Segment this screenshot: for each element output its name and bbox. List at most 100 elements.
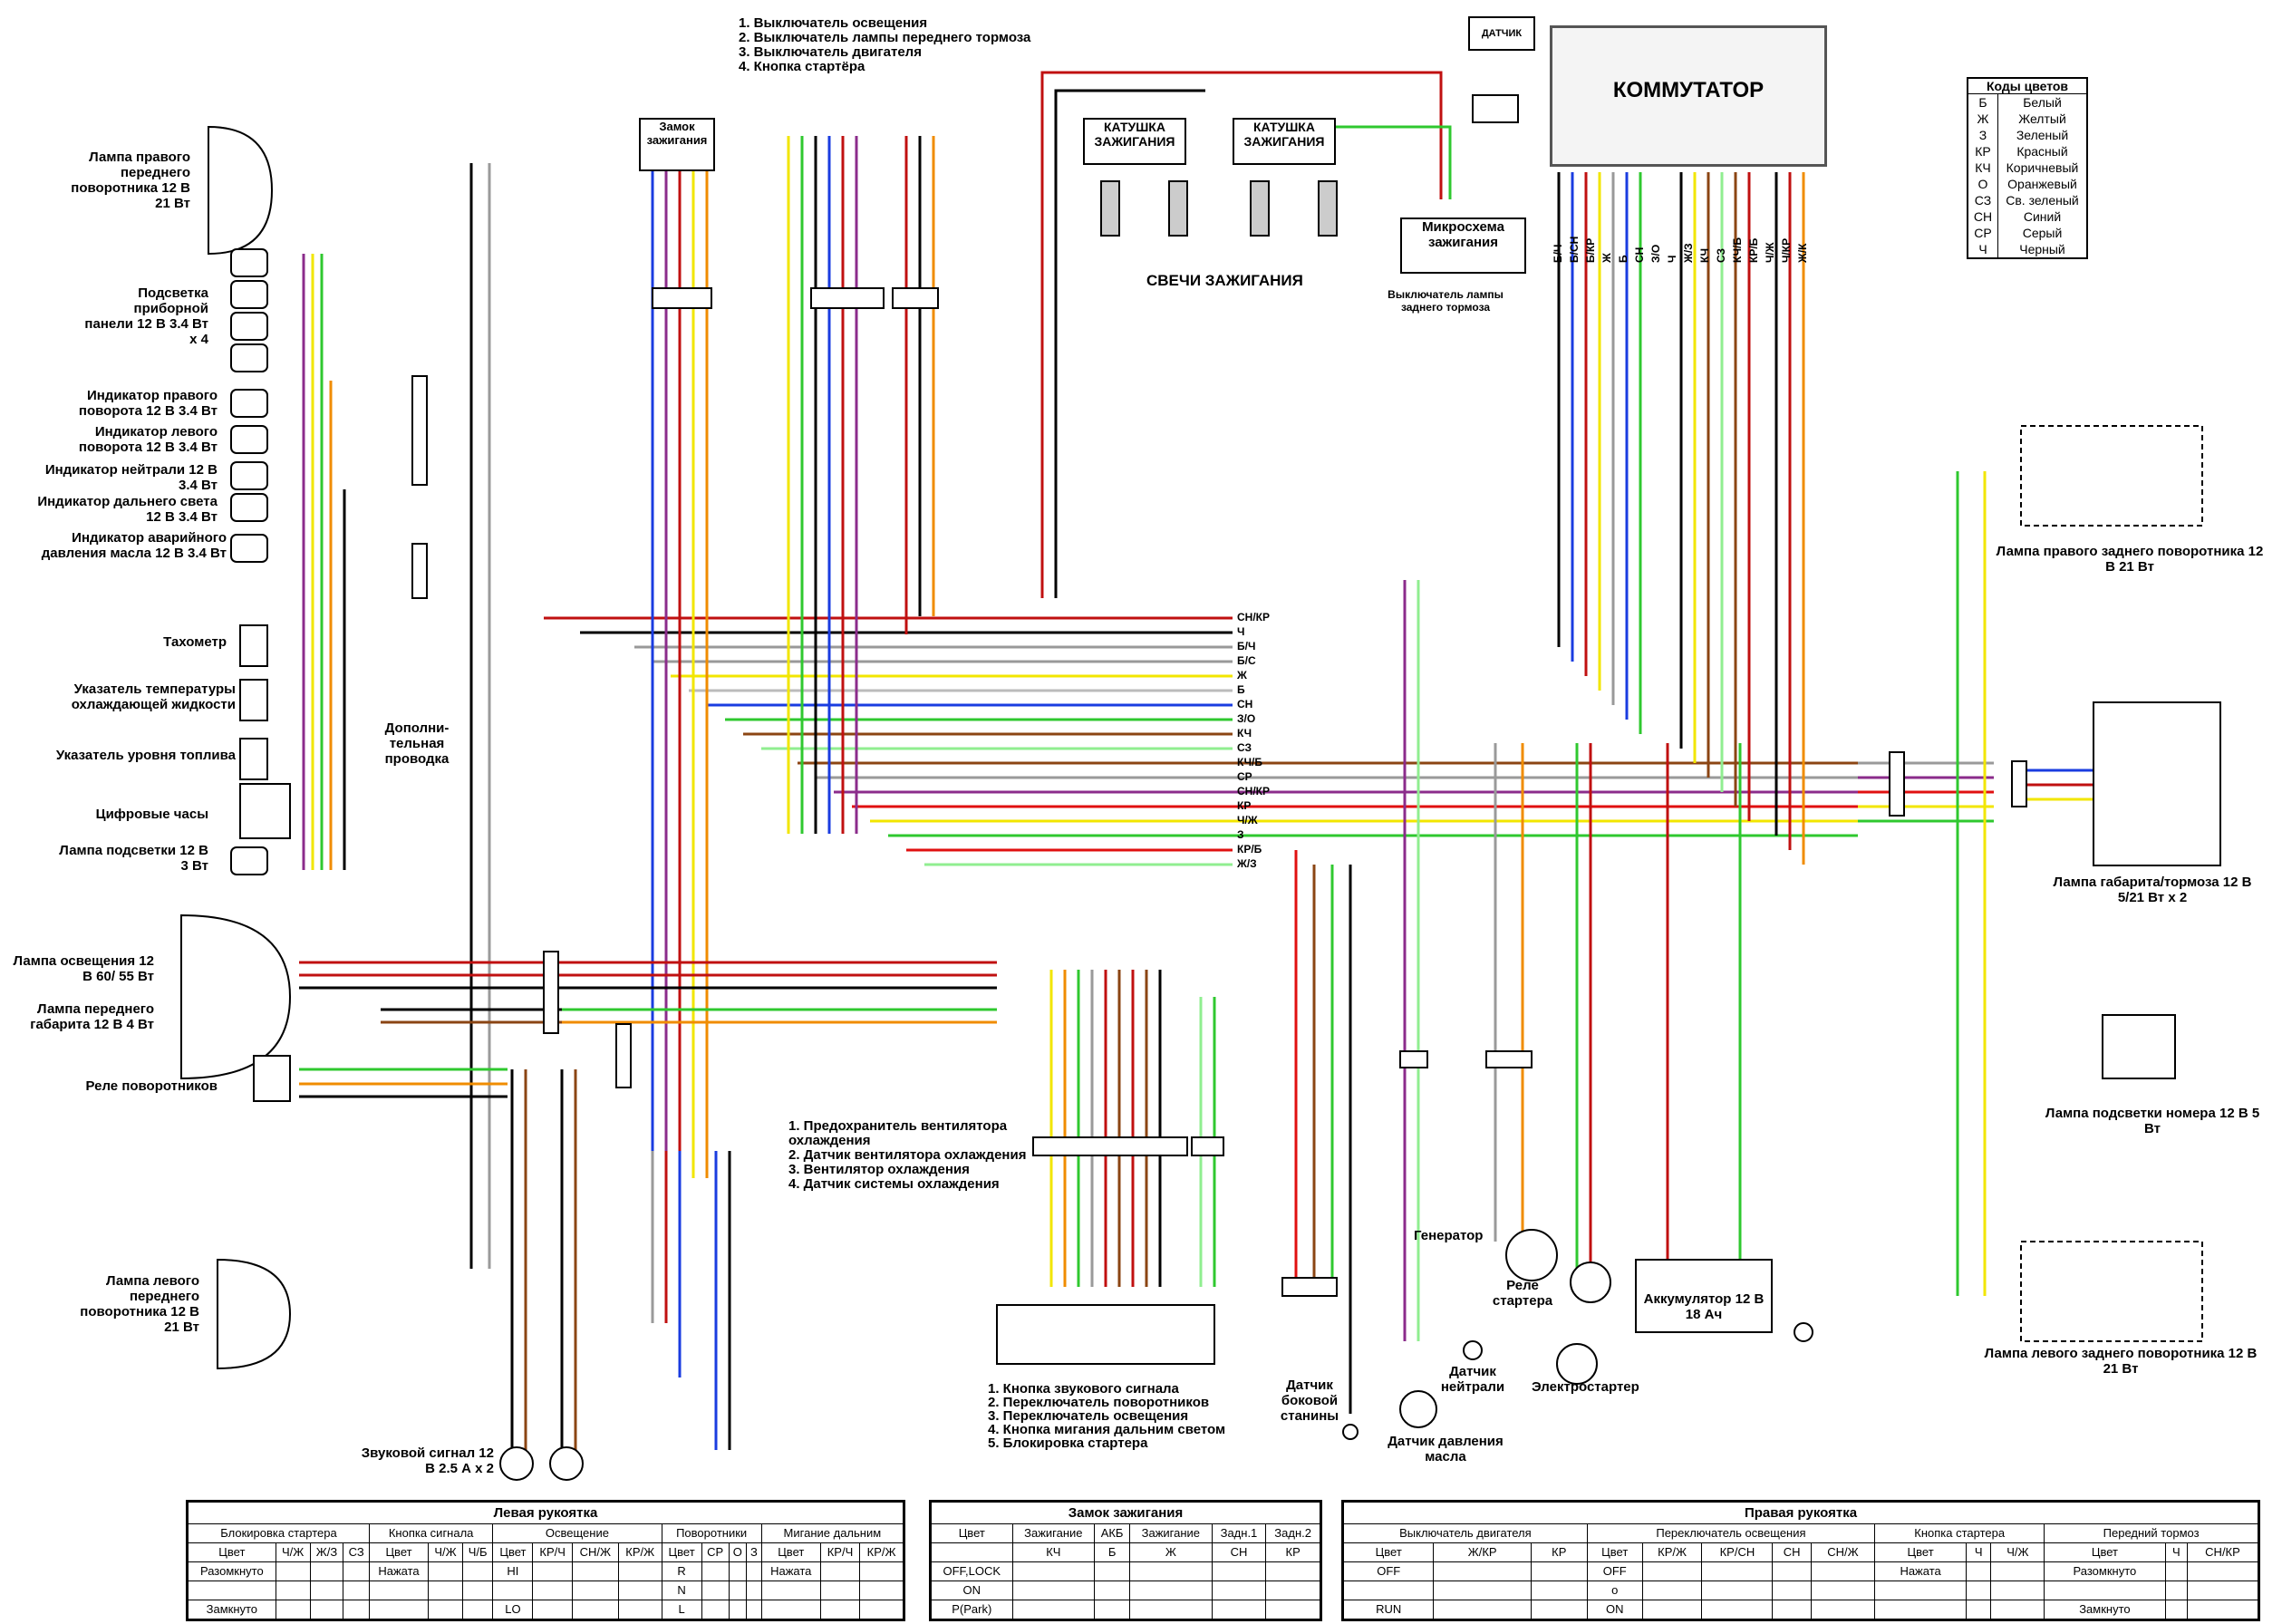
left-grip-header-cell: КР/Ж bbox=[859, 1542, 904, 1562]
commutator-pin-label: Ж bbox=[1600, 253, 1613, 263]
left-label-5: Индикатор нейтрали 12 В 3.4 Вт bbox=[44, 462, 218, 493]
left-grip-cell bbox=[275, 1561, 311, 1581]
right-grip-header-cell: СН bbox=[1772, 1542, 1812, 1562]
stand-ground-icon bbox=[1342, 1424, 1359, 1440]
left-grip-header-cell: Цвет bbox=[760, 1542, 821, 1562]
rear-right-turn-lamp bbox=[2020, 425, 2203, 527]
right-grip-cell: OFF bbox=[1342, 1561, 1435, 1581]
commutator-pin-label: СЗ bbox=[1715, 247, 1727, 263]
left-label-10: Указатель уровня топлива bbox=[55, 748, 236, 763]
ignition-lock-box: Замок зажигания bbox=[639, 118, 715, 171]
horn-right bbox=[549, 1446, 584, 1481]
side-stand-label: Датчик боковой станины bbox=[1280, 1378, 1339, 1424]
sensor-label: ДАТЧИК bbox=[1481, 28, 1523, 39]
commutator-pin-label: Ч/КР bbox=[1780, 237, 1793, 263]
right-grip-group: Выключатель двигателя bbox=[1343, 1522, 1588, 1543]
right-label-4: Лампа левого заднего поворотника 12 В 21… bbox=[1984, 1346, 2258, 1377]
left-label-7: Индикатор аварийного давления масла 12 В… bbox=[41, 530, 227, 561]
headlight-wires bbox=[299, 961, 997, 1098]
coil-2: КАТУШКА ЗАЖИГАНИЯ bbox=[1233, 118, 1336, 165]
right-grip-cell bbox=[2186, 1580, 2259, 1600]
bus-label: Ж/З bbox=[1237, 857, 1257, 870]
left-grip-cell bbox=[492, 1580, 534, 1600]
left-label-2: Подсветка приборной панели 12 В 3.4 Вт х… bbox=[84, 285, 208, 347]
ignition-row: OFF,LOCK bbox=[931, 1561, 1320, 1581]
left-grip-cell bbox=[275, 1599, 311, 1620]
left-grip-cell bbox=[728, 1561, 748, 1581]
left-grip-cell bbox=[571, 1580, 619, 1600]
left-grip-cell bbox=[188, 1580, 276, 1600]
right-grip-cell bbox=[2186, 1599, 2259, 1620]
left-label-13: Лампа освещения 12 В 60/ 55 Вт bbox=[13, 953, 154, 984]
left-grip-cell bbox=[746, 1599, 762, 1620]
right-grip-cell bbox=[1641, 1599, 1703, 1620]
left-grip-header-cell: КР/Ж bbox=[617, 1542, 662, 1562]
color-code: КР bbox=[1968, 143, 1998, 160]
left-grip-header-cell: Ж/З bbox=[309, 1542, 344, 1562]
ignition-cell bbox=[1094, 1580, 1131, 1600]
ignition-lock-label: Замок зажигания bbox=[646, 120, 708, 147]
commutator-pin-label: КР/Б bbox=[1747, 237, 1760, 263]
left-grip-cell: L bbox=[661, 1599, 702, 1620]
ignition-row: P(Park) bbox=[931, 1599, 1320, 1620]
right-grip-cell bbox=[2044, 1580, 2166, 1600]
left-grip-header-cell: Ч/Б bbox=[461, 1542, 494, 1562]
left-grip-header-cell: Цвет bbox=[368, 1542, 430, 1562]
horn-left bbox=[499, 1446, 534, 1481]
right-grip-cell bbox=[2164, 1599, 2188, 1620]
ignition-header-cell: Задн.2 bbox=[1265, 1522, 1320, 1543]
ignition-header-cell: КЧ bbox=[1011, 1542, 1096, 1562]
commutator-pin-label: Ж/З bbox=[1682, 243, 1695, 263]
cooling-item-1: 1. Предохранитель вентилятора охлаждения bbox=[788, 1118, 1008, 1148]
left-grip-cell bbox=[532, 1561, 573, 1581]
coil-1: КАТУШКА ЗАЖИГАНИЯ bbox=[1083, 118, 1186, 165]
color-name: Коричневый bbox=[2006, 160, 2079, 175]
left-grip-header-cell: Цвет bbox=[492, 1542, 534, 1562]
bus-label: КЧ bbox=[1237, 727, 1252, 740]
right-grip-cell bbox=[1772, 1561, 1812, 1581]
neutral-sensor-icon bbox=[1463, 1340, 1483, 1360]
color-code: Ч bbox=[1968, 241, 1998, 257]
color-code: З bbox=[1968, 127, 1998, 143]
ignition-cell bbox=[1265, 1561, 1320, 1581]
coil-1-label: КАТУШКА ЗАЖИГАНИЯ bbox=[1094, 120, 1175, 149]
right-grip-cell bbox=[1966, 1561, 1992, 1581]
color-code: СН bbox=[1968, 208, 1998, 225]
right-grip-header-cell: СН/Ж bbox=[1810, 1542, 1876, 1562]
left-grip-item-5: 5. Блокировка стартера bbox=[988, 1436, 1148, 1451]
left-grip-header-cell: Ч/Ж bbox=[275, 1542, 311, 1562]
right-grip-cell bbox=[1641, 1580, 1703, 1600]
right-grip-cell bbox=[2164, 1580, 2188, 1600]
left-grip-cell bbox=[571, 1561, 619, 1581]
ignition-header-cell bbox=[931, 1542, 1013, 1562]
left-grip-cell: N bbox=[661, 1580, 702, 1600]
headlight-lamp bbox=[180, 914, 292, 1080]
right-grip-header-cell: КР/Ж bbox=[1641, 1542, 1703, 1562]
ignition-cell bbox=[1094, 1561, 1131, 1581]
right-grip-cell bbox=[1772, 1580, 1812, 1600]
bus-label: З bbox=[1237, 828, 1244, 841]
color-codes-title: Коды цветов bbox=[1968, 79, 2086, 94]
right-grip-cell bbox=[1701, 1599, 1774, 1620]
right-grip-cell bbox=[1433, 1599, 1532, 1620]
ignition-cell bbox=[1011, 1580, 1096, 1600]
left-grip-cell bbox=[617, 1580, 662, 1600]
left-grip-cell bbox=[859, 1599, 904, 1620]
left-grip-cell bbox=[368, 1580, 430, 1600]
left-grip-cell bbox=[701, 1580, 730, 1600]
ignition-cell bbox=[1011, 1599, 1096, 1620]
left-grip-group: Кнопка сигнала bbox=[368, 1522, 494, 1543]
ignition-cell: P(Park) bbox=[931, 1599, 1013, 1620]
front-left-turn-lamp bbox=[217, 1258, 292, 1370]
right-label-1: Лампа правого заднего поворотника 12 В 2… bbox=[1996, 544, 2264, 575]
right-grip-cell bbox=[1701, 1580, 1774, 1600]
ignition-cell: OFF,LOCK bbox=[931, 1561, 1013, 1581]
left-grip-cell: HI bbox=[492, 1561, 534, 1581]
